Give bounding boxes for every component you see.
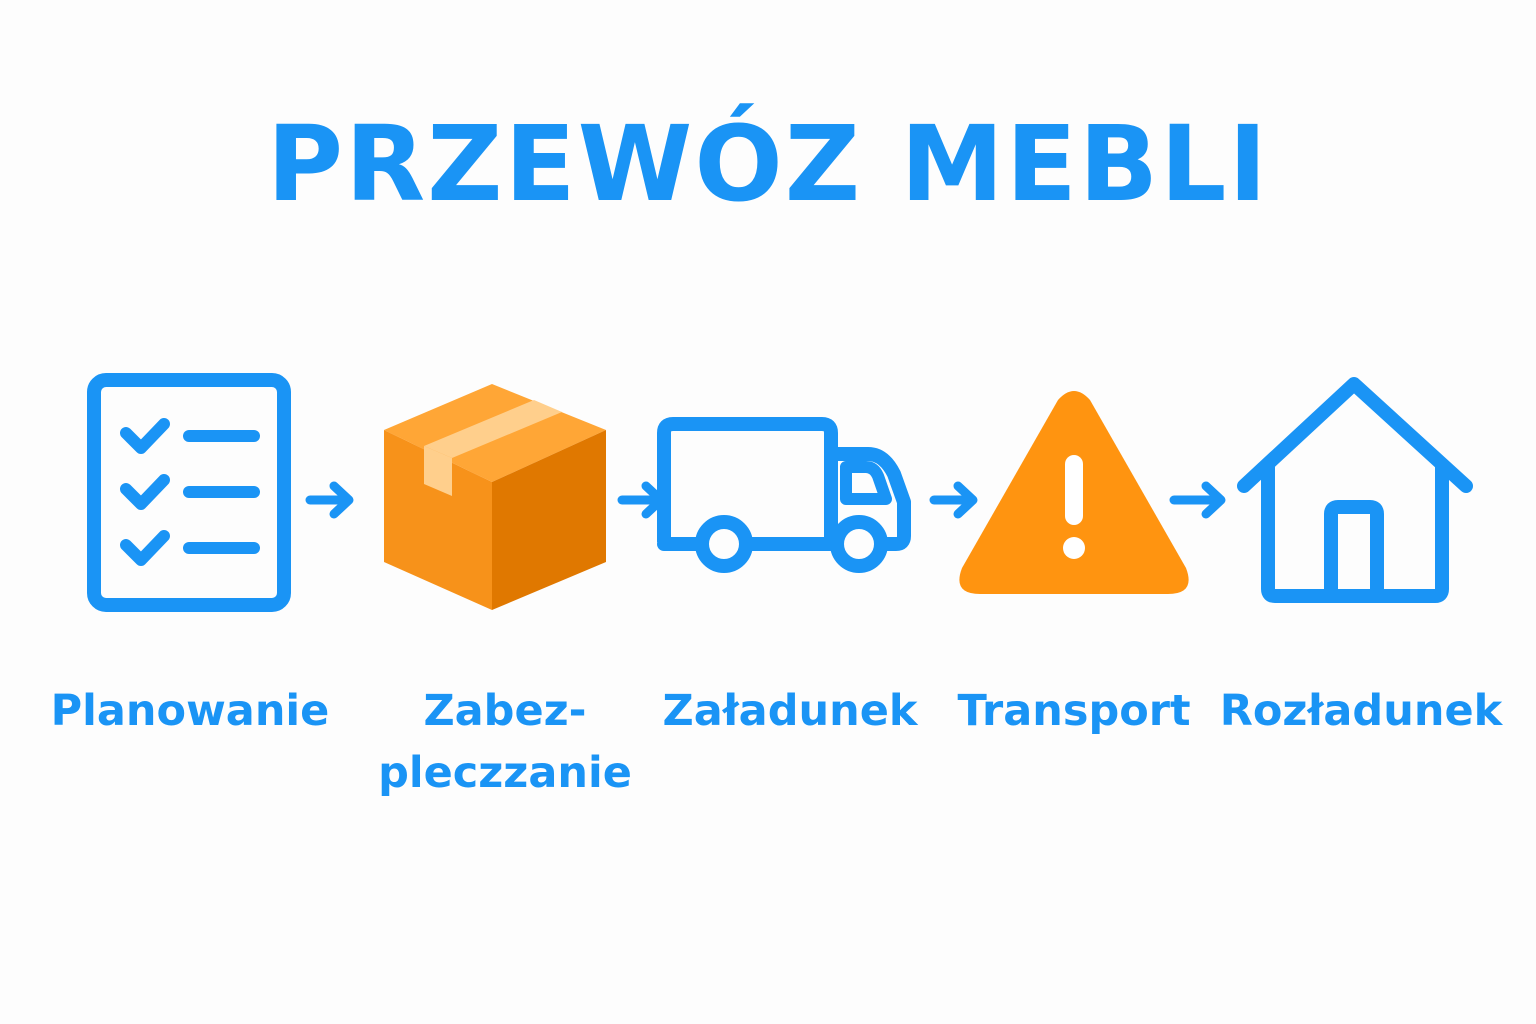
step-label-planowanie: Planowanie bbox=[50, 686, 330, 736]
checklist-icon bbox=[87, 373, 291, 612]
step-label-transport: Transport bbox=[957, 686, 1191, 736]
warning-icon bbox=[959, 391, 1189, 594]
step-label-zaladunek: Załadunek bbox=[662, 686, 918, 736]
step-label-rozladunek: Rozładunek bbox=[1219, 686, 1503, 736]
truck-icon bbox=[657, 417, 911, 573]
arrow-right-icon bbox=[1169, 481, 1226, 519]
step-label-line: pleczzanie bbox=[378, 748, 632, 798]
arrow-right-icon bbox=[929, 481, 978, 519]
step-label-line: Zabez- bbox=[423, 686, 587, 736]
arrow-right-icon bbox=[305, 481, 354, 519]
house-icon bbox=[1237, 377, 1473, 603]
step-label-zabezpieczanie: Zabez- pleczzanie bbox=[345, 680, 665, 804]
page-title: PRZEWÓZ MEBLI bbox=[266, 103, 1270, 225]
box-icon bbox=[384, 384, 606, 610]
